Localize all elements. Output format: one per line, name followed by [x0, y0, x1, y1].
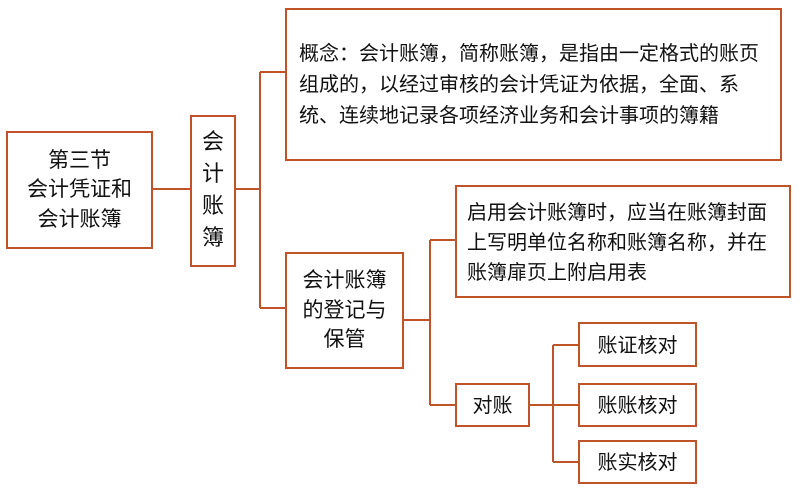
check-voucher-label: 账证核对	[597, 332, 678, 357]
reconcile-node: 对账	[455, 383, 530, 427]
ledger-char: 簿	[201, 225, 224, 251]
enable-text: 启用会计账簿时，应当在账簿封面上写明单位名称和账簿名称，并在账簿扉页上附启用表	[467, 199, 767, 284]
root-line-3: 会计账簿	[37, 206, 122, 231]
root-line-1: 第三节	[48, 147, 111, 172]
root-line-2: 会计凭证和	[27, 177, 132, 202]
registration-line: 的登记与	[302, 297, 387, 322]
concept-node: 概念：会计账簿，简称账簿，是指由一定格式的账页组成的，以经过审核的会计凭证为依据…	[285, 8, 782, 161]
root-node: 第三节 会计凭证和 会计账簿	[6, 131, 153, 249]
check-voucher-node: 账证核对	[578, 322, 697, 367]
check-ledger-label: 账账核对	[597, 393, 678, 417]
registration-line: 会计账簿	[302, 268, 387, 293]
ledger-char: 账	[201, 194, 224, 219]
ledger-char: 计	[201, 162, 224, 188]
enable-node: 启用会计账簿时，应当在账簿封面上写明单位名称和账簿名称，并在账簿扉页上附启用表	[455, 185, 791, 298]
check-ledger-node: 账账核对	[578, 383, 697, 427]
ledger-char: 会	[201, 130, 224, 156]
check-actual-label: 账实核对	[597, 450, 678, 474]
reconcile-label: 对账	[472, 393, 513, 417]
check-actual-node: 账实核对	[578, 440, 697, 484]
concept-text: 概念：会计账簿，简称账簿，是指由一定格式的账页组成的，以经过审核的会计凭证为依据…	[299, 41, 759, 127]
registration-line: 保管	[323, 327, 366, 352]
registration-node: 会计账簿 的登记与 保管	[285, 252, 404, 369]
ledger-node: 会 计 账 簿	[190, 115, 236, 267]
